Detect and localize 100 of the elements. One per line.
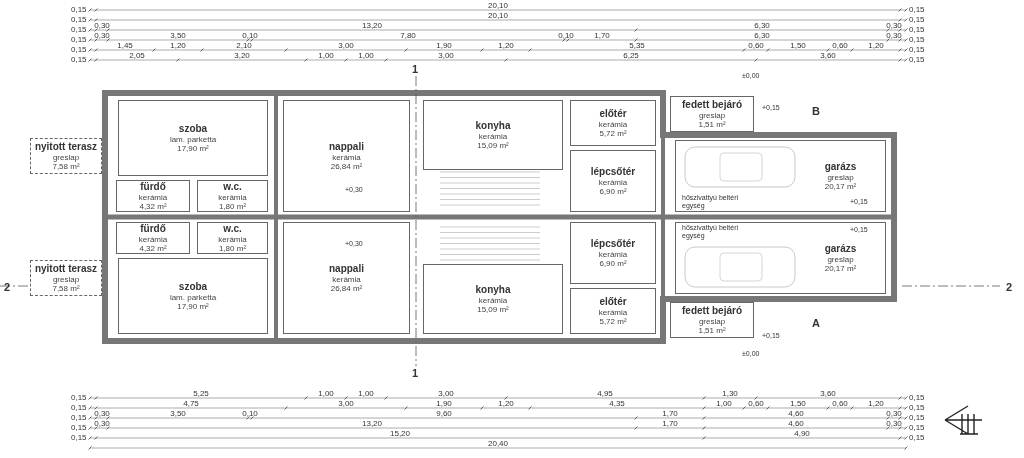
dimension-value: 0,30 — [94, 21, 110, 30]
dimension-value: 0,15 — [71, 414, 87, 422]
section-mark: 2 — [4, 282, 11, 293]
floor-material: greslap — [52, 152, 80, 162]
dimension-value: 1,20 — [170, 41, 186, 50]
dimension-value: 0,15 — [71, 6, 87, 14]
dimension-value: 20,10 — [488, 1, 508, 10]
room — [675, 222, 886, 294]
room — [570, 288, 656, 334]
dimension-value: 0,15 — [71, 16, 87, 24]
room-name: konyha — [475, 120, 511, 132]
dimension-value: 4,35 — [609, 399, 625, 408]
dimension-value: 1,45 — [117, 41, 133, 50]
room-area: 4,32 m² — [139, 243, 167, 253]
dimension-value: 4,90 — [794, 429, 810, 438]
dimension-value: 1,20 — [868, 399, 884, 408]
dimension-value: 4,75 — [183, 399, 199, 408]
floor-material: kerámia — [138, 192, 168, 202]
dimension-value: 3,60 — [820, 389, 836, 398]
dimension-value: 3,00 — [338, 41, 354, 50]
section-mark: 1 — [412, 64, 419, 75]
dimension-value: 3,20 — [234, 51, 250, 60]
floor-material: kerámia — [478, 295, 508, 305]
dimension-value: 2,10 — [236, 41, 252, 50]
room — [118, 100, 268, 176]
room-name: nyitott terasz — [34, 263, 98, 275]
room-area: 1,80 m² — [218, 243, 247, 253]
dimension-value: 0,30 — [94, 31, 110, 40]
room — [423, 100, 563, 170]
dimension-value: 1,70 — [594, 31, 610, 40]
dimension-value: 3,00 — [438, 51, 454, 60]
room-name: nappali — [329, 141, 364, 153]
room-name: garázs — [824, 161, 857, 173]
dimension-value: 20,10 — [488, 11, 508, 20]
room-area: 7,58 m² — [52, 283, 80, 293]
floor-material: lam. parketta — [169, 292, 217, 302]
dimension-value: 1,00 — [318, 389, 334, 398]
dimension-value: 1,20 — [498, 41, 514, 50]
dimension-value: 1,20 — [498, 399, 514, 408]
floor-material: kerámia — [598, 307, 628, 317]
dimension-value: 9,60 — [436, 409, 452, 418]
room — [423, 264, 563, 334]
floor-material: kerámia — [332, 152, 361, 162]
dimension-value: 0,10 — [558, 31, 574, 40]
room-name: lépcsőtér — [590, 238, 636, 250]
dimension-value: 1,30 — [722, 389, 738, 398]
room-name: garázs — [824, 243, 857, 255]
dimension-value: 1,00 — [318, 51, 334, 60]
dimension-value: 13,20 — [362, 419, 382, 428]
dimension-value: 15,20 — [390, 429, 410, 438]
dimension-value: 0,60 — [748, 41, 764, 50]
dimension-value: 0,15 — [71, 36, 87, 44]
section-mark: 2 — [1006, 282, 1013, 293]
dimension-value: 7,80 — [400, 31, 416, 40]
dimension-value: 0,30 — [886, 419, 902, 428]
section-mark: B — [812, 106, 820, 117]
room-name: nappali — [329, 263, 364, 275]
room-area: 15,09 m² — [477, 140, 509, 150]
dimension-value: 20,40 — [488, 439, 508, 448]
room-area: 1,51 m² — [698, 325, 726, 335]
section-mark: 1 — [412, 368, 419, 379]
dimension-value: 0,15 — [71, 424, 87, 432]
room-area: 1,80 m² — [218, 201, 247, 211]
room-area: 17,90 m² — [177, 301, 209, 311]
floor-material: greslap — [827, 254, 854, 264]
dimension-value: 0,15 — [71, 404, 87, 412]
room-name: előtér — [599, 108, 627, 120]
dimension-value: 1,50 — [790, 41, 806, 50]
dimension-value: 2,05 — [129, 51, 145, 60]
room-area: 20,17 m² — [824, 181, 857, 191]
room-area: 17,90 m² — [177, 143, 209, 153]
room — [675, 140, 886, 212]
dimension-value: 0,15 — [909, 56, 925, 64]
dimension-value: 5,25 — [193, 389, 209, 398]
room — [116, 180, 190, 212]
floor-material: kerámia — [332, 274, 361, 284]
dimension-value: 0,10 — [242, 409, 258, 418]
room-area: 15,09 m² — [477, 304, 509, 314]
floor-material: kerámia — [138, 234, 168, 244]
room — [570, 222, 656, 284]
room-name: előtér — [599, 296, 627, 308]
dimension-value: 0,15 — [909, 414, 925, 422]
dimension-value: 4,60 — [788, 419, 804, 428]
floor-material: greslap — [698, 110, 726, 120]
dimension-value: 0,15 — [909, 394, 925, 402]
dimension-value: 1,70 — [662, 409, 678, 418]
dimension-value: 0,60 — [748, 399, 764, 408]
floor-material: kerámia — [218, 192, 247, 202]
room — [570, 150, 656, 212]
floor-material: kerámia — [598, 249, 628, 259]
room-name: nyitott terasz — [34, 141, 98, 153]
dimension-value: 0,15 — [71, 434, 87, 442]
dimension-value: 0,15 — [909, 36, 925, 44]
dimension-value: 0,15 — [71, 46, 87, 54]
dimension-value: 1,00 — [716, 399, 732, 408]
dimension-value: 1,90 — [436, 399, 452, 408]
room-name: konyha — [475, 284, 511, 296]
room — [197, 222, 268, 254]
dimension-value: 0,60 — [832, 41, 848, 50]
room-area: 5,72 m² — [599, 128, 627, 138]
